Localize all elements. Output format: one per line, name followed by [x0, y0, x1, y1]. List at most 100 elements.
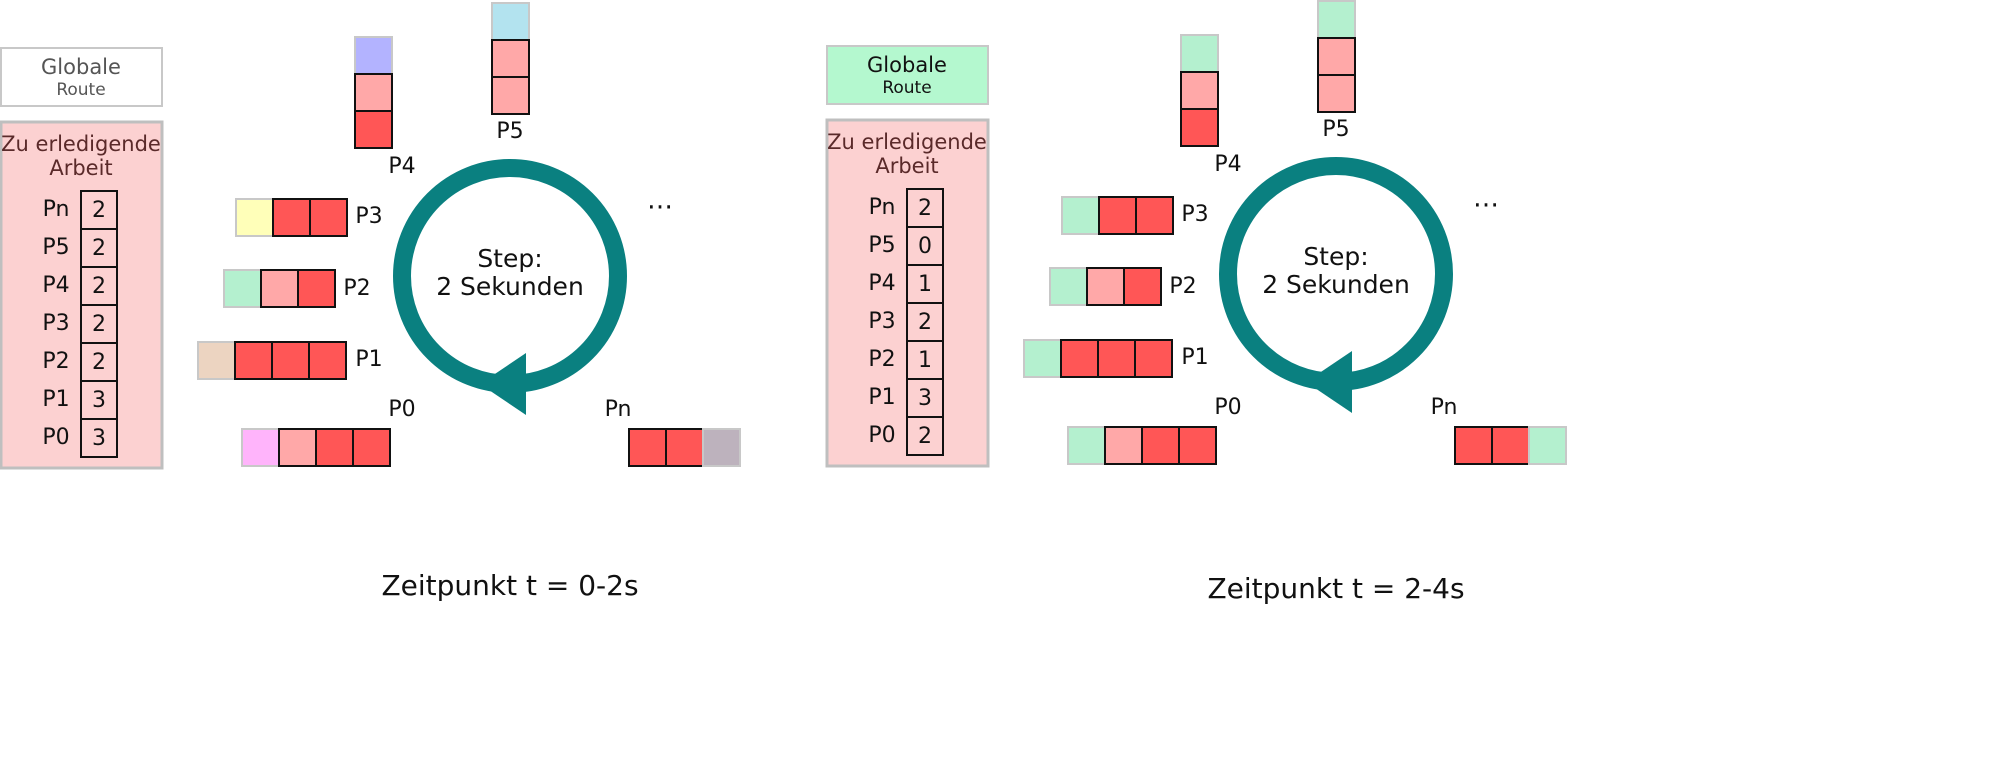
- scene-caption: Zeitpunkt t = 0-2s: [381, 569, 638, 602]
- processor-queue-p3: [1061, 196, 1174, 235]
- task-block: [354, 73, 393, 112]
- task-block: [308, 341, 347, 380]
- work-row-value: 2: [92, 198, 106, 223]
- task-block: [1491, 426, 1530, 465]
- processor-label: P5: [496, 119, 523, 144]
- processor-label: P2: [343, 276, 370, 301]
- task-block: [1067, 426, 1106, 465]
- step-label: Step:: [1303, 242, 1368, 271]
- task-block: [260, 269, 299, 308]
- task-block: [278, 428, 317, 467]
- more-processors-ellipsis: …: [647, 186, 673, 216]
- global-route-subtitle: Route: [882, 78, 931, 98]
- task-block: [1454, 426, 1493, 465]
- task-block: [352, 428, 391, 467]
- task-block: [235, 198, 274, 237]
- processor-label: P0: [388, 397, 415, 422]
- scene-caption: Zeitpunkt t = 2-4s: [1207, 572, 1464, 605]
- processor-queue-p5: [491, 2, 530, 115]
- work-row-value: 1: [918, 348, 932, 373]
- global-route-title: Globale: [41, 55, 121, 79]
- work-row-value: 2: [92, 274, 106, 299]
- task-block: [272, 198, 311, 237]
- work-row-value: 3: [92, 388, 106, 413]
- task-block: [241, 428, 280, 467]
- work-row-label: P2: [868, 347, 895, 372]
- task-block: [702, 428, 741, 467]
- work-value-cell: [906, 416, 944, 456]
- task-block: [1178, 426, 1217, 465]
- processor-label: P4: [388, 154, 415, 179]
- processor-label: P4: [1214, 152, 1241, 177]
- task-block: [1060, 339, 1099, 378]
- processor-queue-p4: [354, 36, 393, 149]
- work-row-label: P3: [42, 311, 69, 336]
- work-value-cell: [80, 418, 118, 458]
- task-block: [1317, 74, 1356, 113]
- work-row-label: P0: [42, 425, 69, 450]
- processor-label: P1: [1181, 345, 1208, 370]
- task-block: [1097, 339, 1136, 378]
- work-row-value: 2: [918, 424, 932, 449]
- processor-queue-p3: [235, 198, 348, 237]
- step-duration: 2 Sekunden: [436, 272, 584, 301]
- processor-label: P5: [1322, 117, 1349, 142]
- work-row-value: 3: [918, 386, 932, 411]
- task-block: [297, 269, 336, 308]
- processor-label: P3: [1181, 202, 1208, 227]
- work-panel-title: Arbeit: [49, 156, 112, 180]
- task-block: [491, 39, 530, 78]
- task-block: [1180, 108, 1219, 147]
- work-row-label: P1: [868, 385, 895, 410]
- task-block: [665, 428, 704, 467]
- task-block: [1135, 196, 1174, 235]
- task-block: [1049, 267, 1088, 306]
- processor-queue-p0: [1067, 426, 1217, 465]
- global-route-box: [826, 45, 989, 105]
- task-block: [1023, 339, 1062, 378]
- task-block: [1123, 267, 1162, 306]
- global-route-box: [0, 47, 163, 107]
- cycle-arrowhead-icon: [480, 353, 526, 415]
- work-panel-title: Zu erledigende: [1, 132, 161, 156]
- task-block: [1134, 339, 1173, 378]
- work-row-label: P4: [868, 271, 895, 296]
- work-row-value: 0: [918, 234, 932, 259]
- work-row-value: 2: [92, 350, 106, 375]
- processor-queue-p0: [241, 428, 391, 467]
- cycle-arrowhead-icon: [1306, 351, 1352, 413]
- task-block: [1317, 37, 1356, 76]
- task-block: [491, 76, 530, 115]
- task-block: [491, 2, 530, 41]
- task-block: [1180, 34, 1219, 73]
- global-route-subtitle: Route: [56, 80, 105, 100]
- task-block: [354, 36, 393, 75]
- processor-label: P0: [1214, 395, 1241, 420]
- processor-queue-p4: [1180, 34, 1219, 147]
- task-block: [628, 428, 667, 467]
- step-duration: 2 Sekunden: [1262, 270, 1410, 299]
- processor-label: P2: [1169, 274, 1196, 299]
- task-block: [1317, 0, 1356, 39]
- work-row-label: Pn: [869, 195, 896, 220]
- work-row-label: P0: [868, 423, 895, 448]
- processor-label: Pn: [605, 397, 632, 422]
- task-block: [1086, 267, 1125, 306]
- work-row-label: P5: [868, 233, 895, 258]
- task-block: [1098, 196, 1137, 235]
- task-block: [315, 428, 354, 467]
- task-block: [234, 341, 273, 380]
- work-row-value: 2: [918, 310, 932, 335]
- processor-queue-p5: [1317, 0, 1356, 113]
- work-row-value: 1: [918, 272, 932, 297]
- step-label: Step:: [477, 244, 542, 273]
- global-route-title: Globale: [867, 53, 947, 77]
- task-block: [223, 269, 262, 308]
- work-panel-title: Zu erledigende: [827, 130, 987, 154]
- task-block: [354, 110, 393, 149]
- work-row-label: P1: [42, 387, 69, 412]
- work-row-value: 2: [92, 236, 106, 261]
